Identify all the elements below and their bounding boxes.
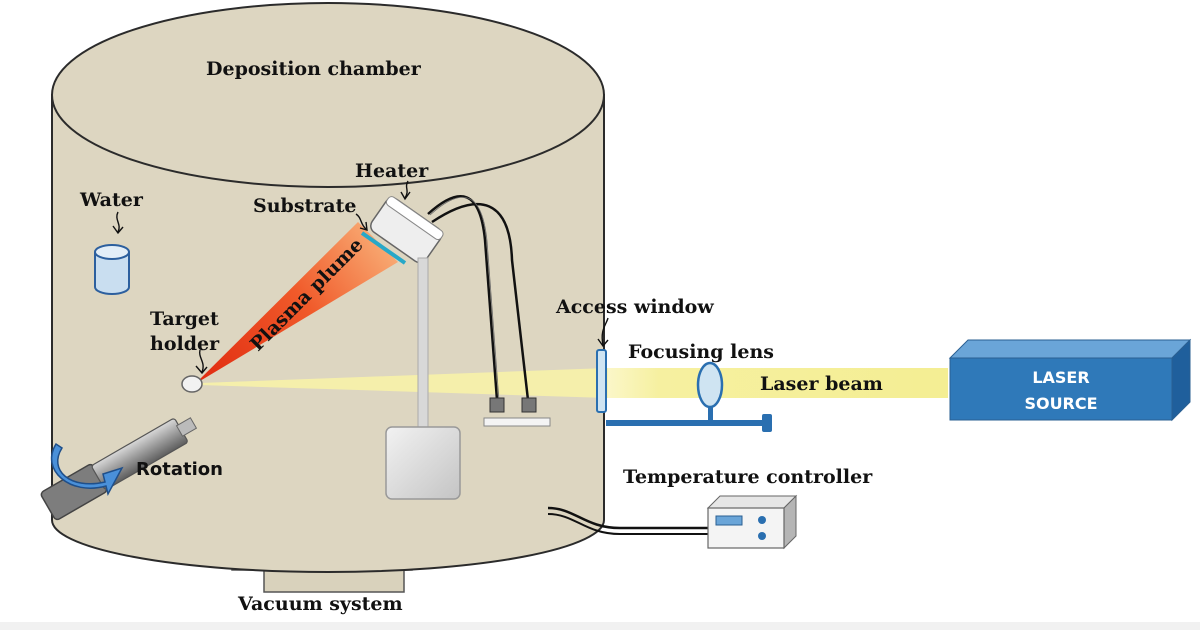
laser-source [948,338,1192,422]
target-holder-disk [181,375,203,393]
substrate [360,231,407,265]
target-holder-label-2: holder [150,333,220,355]
access-window [596,349,607,413]
substrate-label: Substrate [253,195,356,217]
focusing-lens [696,361,724,409]
laser-source-label-1: LASER [1032,368,1089,387]
target-holder-label-1: Target [150,308,219,330]
optical-bench [606,404,772,432]
heater-label: Heater [355,160,429,182]
water-label: Water [79,189,144,211]
temperature-controller [706,494,798,550]
laser-source-label-2: SOURCE [1024,394,1097,413]
temperature-controller-label: Temperature controller [623,466,873,488]
deposition-chamber [51,2,605,573]
rotation-label: Rotation [136,459,223,480]
heater-support-rod [417,257,429,434]
focusing-lens-label: Focusing lens [628,341,774,363]
support-block [385,426,461,500]
vacuum-system-label: Vacuum system [237,593,403,615]
plasma-plume [195,222,398,384]
water-container [94,244,130,295]
rotation-arrow [50,442,124,497]
chamber-label: Deposition chamber [206,58,422,80]
controller-cable [547,506,708,530]
laser-beam [200,368,948,398]
heater-cables [427,195,530,402]
heater [370,196,444,264]
laser-beam-label: Laser beam [760,373,883,395]
feedthrough [483,397,551,427]
footer-strip [0,622,1200,630]
access-window-label: Access window [555,296,714,318]
pointer-arrows [112,180,609,375]
